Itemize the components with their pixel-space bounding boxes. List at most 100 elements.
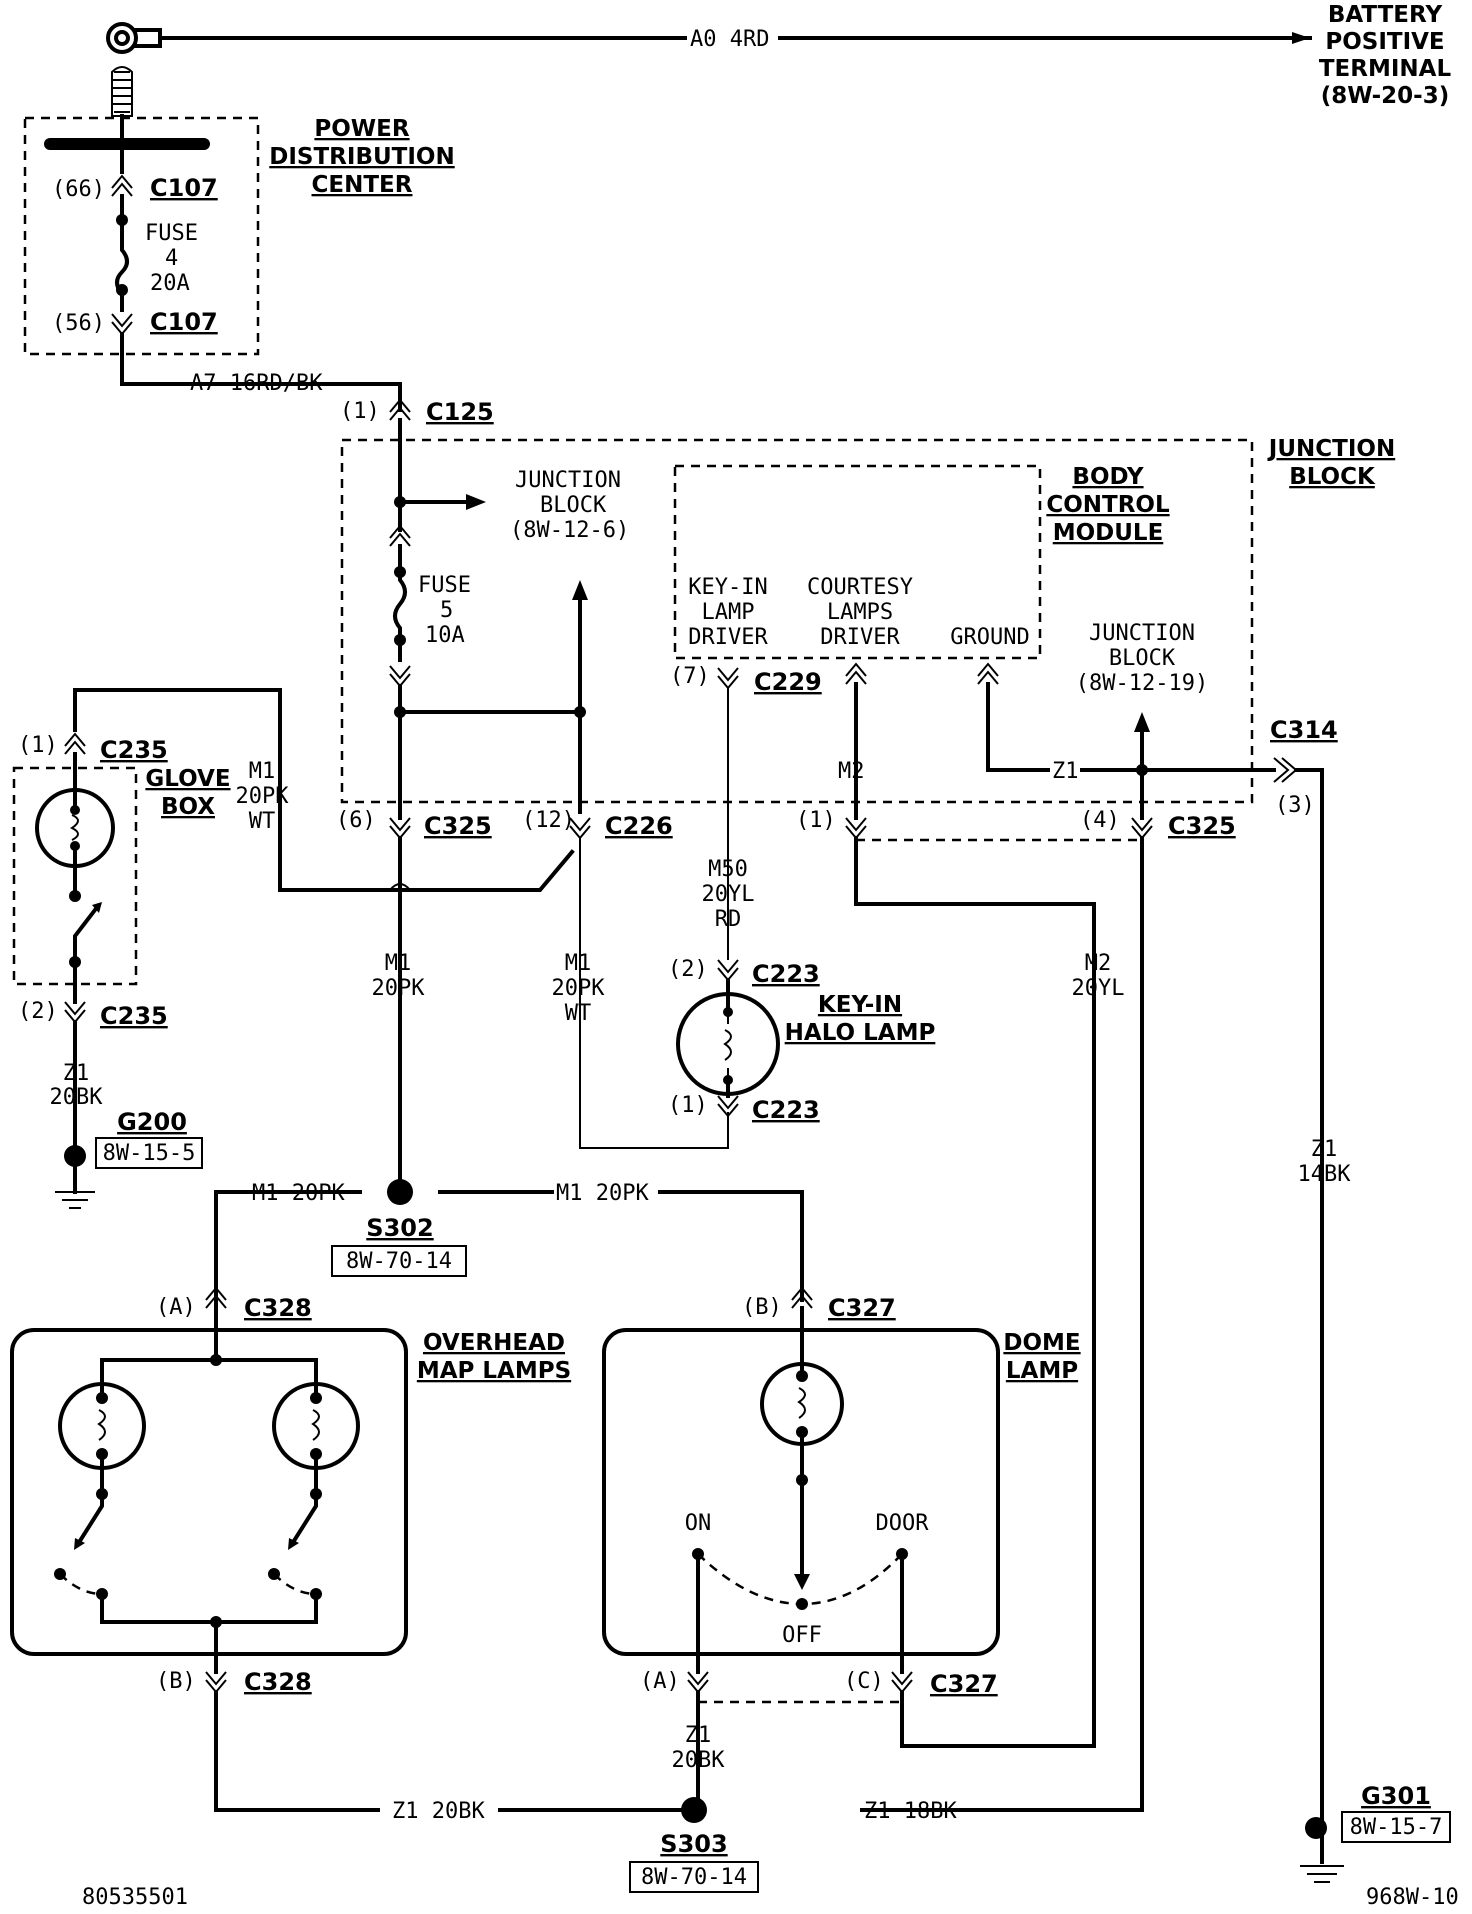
m2-label-1: M2 <box>1085 951 1112 976</box>
battery-label-2: POSITIVE <box>1325 29 1444 55</box>
jb-fuse-2: 5 <box>440 598 453 623</box>
z1-14bk-1: Z1 <box>1311 1137 1338 1162</box>
map-lamp-left-icon <box>54 1358 146 1600</box>
jb-fuse-1: FUSE <box>418 573 471 598</box>
c226-label: C226 <box>605 812 673 840</box>
m50-label-2: 20YL <box>702 882 755 907</box>
c325-pin-6: (6) <box>336 808 376 833</box>
wire-a7 <box>120 332 402 412</box>
bcm-m2-label: M2 <box>838 759 865 784</box>
halo-title-2: HALO LAMP <box>785 1020 936 1046</box>
glove-box <box>12 766 138 986</box>
bcm-box <box>673 464 1042 660</box>
c125-label: C125 <box>426 398 494 426</box>
jb-ref-2: BLOCK <box>540 493 607 518</box>
pdc-c107-bot: C107 <box>150 308 218 336</box>
pdc-c107-top: C107 <box>150 174 218 202</box>
jb19-ref-2: BLOCK <box>1109 646 1176 671</box>
z1-14bk-2: 14BK <box>1298 1162 1352 1187</box>
bcm-courtesy-2: LAMPS <box>827 600 893 625</box>
jb-ref-3: (8W-12-6) <box>510 518 629 543</box>
glove-c235-top: C235 <box>100 736 168 764</box>
g200-ground-icon <box>55 1191 95 1209</box>
c314-pin: (3) <box>1275 793 1315 818</box>
pdc-pin-66: (66) <box>52 177 105 202</box>
battery-label-4: (8W-20-3) <box>1321 83 1449 109</box>
pdc-fuse-3: 20A <box>150 271 190 296</box>
halo-c223-bot: C223 <box>752 1096 820 1124</box>
s303-wire-right: Z1 18BK <box>864 1799 957 1824</box>
m1wt-label-1: M1 <box>565 951 592 976</box>
jb-title-1: JUNCTION <box>1267 436 1395 462</box>
s302-label: S302 <box>366 1214 433 1242</box>
dome-switch <box>697 1553 903 1606</box>
glove-c235-pin1: (1) <box>18 733 58 758</box>
jb-fuse-3: 10A <box>425 623 465 648</box>
dome-on-label: ON <box>685 1511 712 1536</box>
battery-label-1: BATTERY <box>1328 2 1443 28</box>
c325-label-right: C325 <box>1168 812 1236 840</box>
g301-label: G301 <box>1361 1782 1431 1810</box>
glove-c235-pin2: (2) <box>18 999 58 1024</box>
halo-title-1: KEY-IN <box>818 992 902 1018</box>
dome-pin-b: (B) <box>742 1295 782 1320</box>
s303-splice <box>681 1797 707 1823</box>
wire-a7-label: A7 16RD/BK <box>190 371 323 396</box>
halo-c223-top: C223 <box>752 960 820 988</box>
halo-pin-1: (1) <box>668 1093 708 1118</box>
glove-title-1: GLOVE <box>145 766 230 792</box>
glove-c235-bot: C235 <box>100 1002 168 1030</box>
s303-wire-left: Z1 20BK <box>392 1799 485 1824</box>
overhead-title-2: MAP LAMPS <box>417 1358 571 1384</box>
g301-ground-icon <box>1300 1865 1344 1883</box>
junction-block-box <box>340 438 1254 804</box>
glove-title-2: BOX <box>161 794 215 820</box>
m2-label-2: 20YL <box>1072 976 1125 1001</box>
pdc-label-1: POWER <box>314 116 409 142</box>
glove-z1-1: Z1 <box>63 1061 90 1086</box>
map-lamp-right-icon <box>268 1358 360 1600</box>
jb-ref-1: JUNCTION <box>515 468 621 493</box>
g301-ref: 8W-15-7 <box>1350 1815 1443 1840</box>
m1wt-label-2: 20PK <box>552 976 606 1001</box>
c229-label: C229 <box>754 668 822 696</box>
g200-ref: 8W-15-5 <box>103 1141 196 1166</box>
overhead-c328-top: C328 <box>244 1294 312 1322</box>
overhead-pin-a: (A) <box>156 1295 196 1320</box>
halo-pin-2: (2) <box>668 957 708 982</box>
s303-label: S303 <box>660 1830 727 1858</box>
c325-pin-4: (4) <box>1080 808 1120 833</box>
glove-wire-3: WT <box>249 809 276 834</box>
footer-right: 968W-10 <box>1366 1885 1459 1910</box>
footer-left: 80535501 <box>82 1885 188 1910</box>
dome-title-2: LAMP <box>1006 1358 1078 1384</box>
bcm-z1-label: Z1 <box>1052 759 1079 784</box>
c226-pin: (12) <box>522 808 575 833</box>
bcm-courtesy-1: COURTESY <box>807 575 913 600</box>
s303-z1-2: 20BK <box>672 1748 726 1773</box>
battery-terminal-symbol <box>106 22 162 117</box>
m1wt-label-3: WT <box>565 1001 592 1026</box>
jb-title-2: BLOCK <box>1289 464 1376 490</box>
s303-ref: 8W-70-14 <box>641 1865 747 1890</box>
dome-pin-a: (A) <box>640 1669 680 1694</box>
jb19-ref-3: (8W-12-19) <box>1076 671 1208 696</box>
pdc-pin-56: (56) <box>52 311 105 336</box>
c325-pin-1: (1) <box>796 808 836 833</box>
pdc-fuse-1: FUSE <box>145 221 198 246</box>
s302-splice <box>387 1179 413 1205</box>
pdc-box <box>23 116 260 356</box>
dome-door-label: DOOR <box>876 1511 930 1536</box>
c125-pin: (1) <box>340 399 380 424</box>
battery-label-3: TERMINAL <box>1319 56 1452 82</box>
overhead-c328-bot: C328 <box>244 1668 312 1696</box>
overhead-pin-b: (B) <box>156 1669 196 1694</box>
bcm-title-3: MODULE <box>1053 520 1164 546</box>
m50-label-3: RD <box>715 907 742 932</box>
s302-ref: 8W-70-14 <box>346 1249 452 1274</box>
dome-c327-top: C327 <box>828 1294 896 1322</box>
s303-z1-1: Z1 <box>685 1723 712 1748</box>
bcm-keyin-1: KEY-IN <box>688 575 767 600</box>
dome-lamp-icon <box>760 1306 844 1590</box>
pdc-label-3: CENTER <box>312 172 413 198</box>
